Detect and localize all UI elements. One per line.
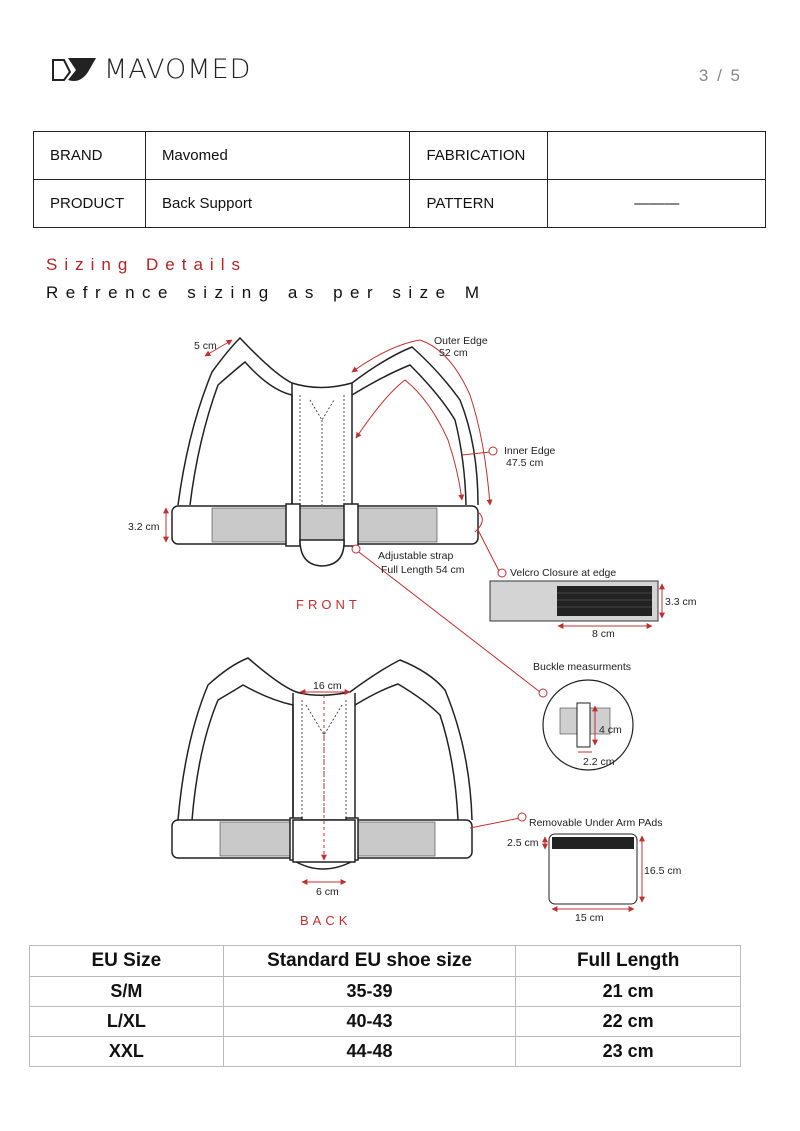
header-eu-size: EU Size: [29, 945, 224, 977]
buckle-title: Buckle measurments: [533, 661, 631, 673]
adjustable-strap-label: Adjustable strap: [378, 550, 453, 562]
velcro-strip-illustration: [489, 580, 665, 629]
front-label: FRONT: [296, 597, 361, 612]
shoe-size-cell: 44-48: [222, 1036, 517, 1067]
buckle-height-label: 4 cm: [599, 724, 622, 736]
table-row: XXL 44-48 23 cm: [29, 1036, 741, 1067]
header-full-length: Full Length: [515, 945, 741, 977]
pads-title: Removable Under Arm PAds: [529, 817, 662, 829]
belt-height-label: 3.2 cm: [128, 521, 160, 533]
size-table-header: EU Size Standard EU shoe size Full Lengt…: [29, 945, 741, 977]
adjustable-strap-marker-icon: [351, 544, 361, 554]
shoe-size-cell: 35-39: [222, 976, 517, 1007]
brand-label: BRAND: [33, 131, 146, 180]
velcro-closure-label: Velcro Closure at edge: [510, 567, 616, 579]
brand-name: MAVOMED: [104, 53, 252, 85]
pad-width-label: 15 cm: [575, 912, 604, 924]
front-dimension-lines: [163, 339, 541, 693]
strap-width-label: 5 cm: [194, 340, 217, 352]
velcro-width-label: 8 cm: [592, 628, 615, 640]
buckle-illustration: [542, 679, 634, 771]
back-label: BACK: [300, 913, 351, 928]
buckle-marker-icon: [538, 688, 548, 698]
size-table: EU Size Standard EU shoe size Full Lengt…: [29, 945, 741, 1067]
inner-edge-marker-icon: [488, 446, 498, 456]
page-number: 3 / 5: [698, 66, 742, 85]
fabrication-label: FABRICATION: [409, 131, 549, 180]
full-length-cell: 21 cm: [515, 976, 741, 1007]
eu-size-cell: XXL: [29, 1036, 224, 1067]
pattern-value: ———: [547, 179, 766, 228]
mavomed-logo-icon: [52, 58, 96, 81]
product-info-table: BRAND Mavomed FABRICATION PRODUCT Back S…: [33, 131, 766, 228]
back-dimension-lines: [299, 689, 521, 885]
inner-edge-label: Inner Edge: [504, 445, 556, 457]
outer-edge-label: Outer Edge: [434, 335, 488, 347]
inner-edge-value: 47.5 cm: [506, 457, 544, 469]
front-brace-illustration: [171, 336, 479, 567]
table-row: S/M 35-39 21 cm: [29, 976, 741, 1007]
back-width-top-label: 16 cm: [313, 680, 342, 692]
product-value: Back Support: [144, 179, 411, 228]
back-width-bottom-label: 6 cm: [316, 886, 339, 898]
velcro-marker-icon: [497, 568, 507, 578]
pad-height-label: 16.5 cm: [644, 865, 682, 877]
outer-edge-value: 52 cm: [439, 347, 468, 359]
fabrication-value: [547, 131, 766, 180]
pattern-label: PATTERN: [409, 179, 549, 228]
brand-logo: MAVOMED: [50, 52, 251, 86]
full-length-cell: 22 cm: [515, 1006, 741, 1037]
pad-strip-label: 2.5 cm: [507, 837, 539, 849]
section-title: Sizing Details: [46, 255, 247, 274]
pads-marker-icon: [517, 812, 527, 822]
velcro-height-label: 3.3 cm: [665, 596, 697, 608]
adjustable-strap-value: Full Length 54 cm: [381, 564, 465, 576]
eu-size-cell: L/XL: [29, 1006, 224, 1037]
section-subtitle: Refrence sizing as per size M: [46, 283, 487, 302]
sizing-diagram: 5 cm Outer Edge 52 cm Inner Edge 47.5 cm…: [128, 335, 697, 928]
product-label: PRODUCT: [33, 179, 146, 228]
buckle-width-label: 2.2 cm: [583, 756, 615, 768]
eu-size-cell: S/M: [29, 976, 224, 1007]
table-row: L/XL 40-43 22 cm: [29, 1006, 741, 1037]
full-length-cell: 23 cm: [515, 1036, 741, 1067]
shoe-size-cell: 40-43: [222, 1006, 517, 1037]
underarm-pad-illustration: [542, 833, 645, 912]
header-shoe-size: Standard EU shoe size: [222, 945, 517, 977]
